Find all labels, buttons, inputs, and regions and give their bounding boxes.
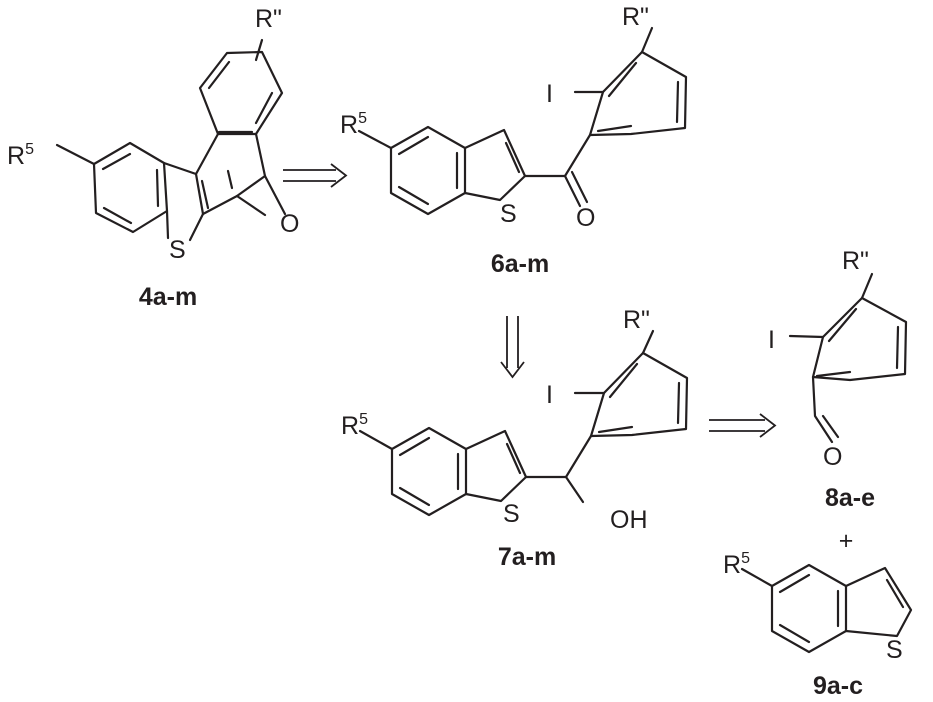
compound-8-structure [788,272,908,444]
compound-9-label: 9a-c [813,672,863,700]
compound-7-hydroxyl-group: OH [610,506,648,534]
compound-6-sulfur-atom: S [500,200,517,228]
compound-6-label: 6a-m [491,250,549,278]
compound-4-oxygen-atom: O [280,210,299,238]
compound-6-rpp-atom: R" [622,3,649,31]
compound-6-structure [357,26,688,216]
compound-9-r5-atom: R5 [723,550,750,579]
compound-7-iodine-atom: I [546,381,553,409]
compound-9-structure [740,563,913,654]
retrosynthetic-arrow-1 [283,163,348,188]
compound-7-structure [358,329,689,517]
compound-4-r5-atom: R5 [7,141,34,170]
retrosynthetic-arrow-3 [709,413,777,438]
compound-8-iodine-atom: I [768,326,775,354]
compound-6-iodine-atom: I [546,80,553,108]
compound-4-label: 4a-m [139,283,197,311]
retrosynthetic-arrow-2 [500,316,525,379]
compound-4-structure [55,38,287,242]
compound-7-sulfur-atom: S [503,500,520,528]
compound-6-r5-atom: R5 [340,110,367,139]
compound-7-rpp-atom: R" [623,306,650,334]
compound-8-label: 8a-e [825,484,875,512]
plus-sign: + [839,527,854,555]
compound-4-sulfur-atom: S [169,236,186,264]
compound-8-rpp-atom: R" [842,247,869,275]
compound-9-sulfur-atom: S [886,636,903,664]
compound-7-label: 7a-m [498,543,556,571]
compound-8-oxygen-atom: O [823,443,842,471]
compound-4-rpp-atom: R" [255,5,282,33]
compound-6-oxygen-atom: O [576,204,595,232]
compound-7-r5-atom: R5 [341,411,368,440]
